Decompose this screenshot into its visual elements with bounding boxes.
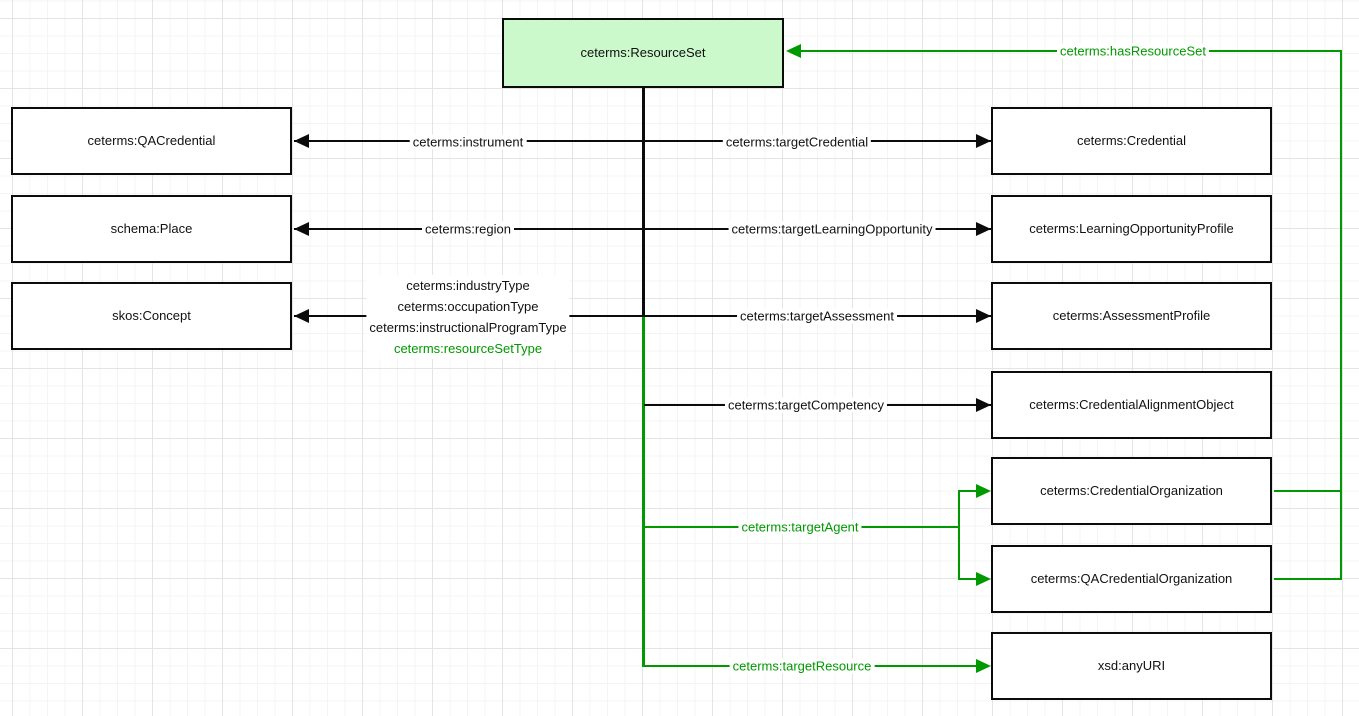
node-learning-opportunity-profile-label: ceterms:LearningOpportunityProfile	[1029, 221, 1234, 237]
edge-target-agent-bracket	[958, 490, 960, 580]
node-resource-set-label: ceterms:ResourceSet	[580, 45, 706, 61]
node-credential-organization[interactable]: ceterms:CredentialOrganization	[991, 457, 1272, 525]
node-xsd-anyuri-label: xsd:anyURI	[1097, 658, 1166, 674]
node-schema-place[interactable]: schema:Place	[11, 195, 292, 263]
node-assessment-profile[interactable]: ceterms:AssessmentProfile	[991, 282, 1272, 350]
node-credential-alignment-object[interactable]: ceterms:CredentialAlignmentObject	[991, 371, 1272, 439]
edge-label-target-assessment[interactable]: ceterms:targetAssessment	[737, 308, 897, 324]
node-learning-opportunity-profile[interactable]: ceterms:LearningOpportunityProfile	[991, 195, 1272, 263]
node-skos-concept[interactable]: skos:Concept	[11, 282, 292, 350]
arrowhead-has-resource-set	[786, 44, 801, 58]
edge-trunk-black-line	[642, 88, 645, 317]
edge-label-resource-set-type[interactable]: ceterms:resourceSetType	[393, 341, 543, 356]
node-qa-credential[interactable]: ceterms:QACredential	[11, 107, 292, 175]
edge-target-agent-upper-line	[958, 490, 983, 492]
node-credential[interactable]: ceterms:Credential	[991, 107, 1272, 175]
edge-label-instructional-program-type[interactable]: ceterms:instructionalProgramType	[369, 320, 567, 335]
node-qa-credential-label: ceterms:QACredential	[87, 133, 216, 149]
arrowhead-target-assessment	[976, 309, 991, 323]
node-credential-organization-label: ceterms:CredentialOrganization	[1040, 483, 1223, 499]
edge-label-occupation-type[interactable]: ceterms:occupationType	[397, 299, 539, 314]
node-skos-concept-label: skos:Concept	[112, 308, 191, 324]
node-qa-credential-organization[interactable]: ceterms:QACredentialOrganization	[991, 545, 1272, 613]
arrowhead-instrument	[294, 134, 309, 148]
node-xsd-anyuri[interactable]: xsd:anyURI	[991, 632, 1272, 700]
edge-label-instrument[interactable]: ceterms:instrument	[409, 134, 527, 150]
edge-trunk-green-line	[642, 316, 645, 666]
edge-label-target-learning-opportunity[interactable]: ceterms:targetLearningOpportunity	[728, 221, 936, 237]
node-schema-place-label: schema:Place	[110, 221, 193, 237]
arrowhead-target-agent-upper	[976, 484, 991, 498]
node-qa-credential-organization-label: ceterms:QACredentialOrganization	[1030, 571, 1233, 587]
arrowhead-target-learning-opportunity	[976, 222, 991, 236]
edge-has-resource-set-riser	[1340, 50, 1342, 580]
edge-label-target-competency[interactable]: ceterms:targetCompetency	[724, 397, 888, 413]
node-resource-set[interactable]: ceterms:ResourceSet	[502, 18, 784, 88]
edge-label-region[interactable]: ceterms:region	[422, 221, 514, 237]
edge-label-target-agent[interactable]: ceterms:targetAgent	[738, 519, 862, 535]
arrowhead-target-resource	[976, 659, 991, 673]
edge-label-target-resource[interactable]: ceterms:targetResource	[729, 658, 875, 674]
edge-qa-credential-organization-branch	[1274, 578, 1342, 580]
arrowhead-target-competency	[976, 398, 991, 412]
edge-label-has-resource-set[interactable]: ceterms:hasResourceSet	[1057, 43, 1209, 59]
edge-target-agent-lower-line	[958, 578, 983, 580]
edge-label-target-credential[interactable]: ceterms:targetCredential	[722, 134, 872, 150]
node-credential-label: ceterms:Credential	[1076, 133, 1187, 149]
edge-credential-organization-branch	[1274, 490, 1342, 492]
arrowhead-types	[294, 309, 309, 323]
node-assessment-profile-label: ceterms:AssessmentProfile	[1052, 308, 1211, 324]
edge-label-industry-type[interactable]: ceterms:industryType	[406, 278, 530, 293]
arrowhead-target-credential	[976, 134, 991, 148]
edge-label-types[interactable]: ceterms:industryType ceterms:occupationT…	[366, 275, 570, 359]
arrowhead-target-agent-lower	[976, 572, 991, 586]
arrowhead-region	[294, 222, 309, 236]
node-credential-alignment-object-label: ceterms:CredentialAlignmentObject	[1029, 397, 1234, 413]
